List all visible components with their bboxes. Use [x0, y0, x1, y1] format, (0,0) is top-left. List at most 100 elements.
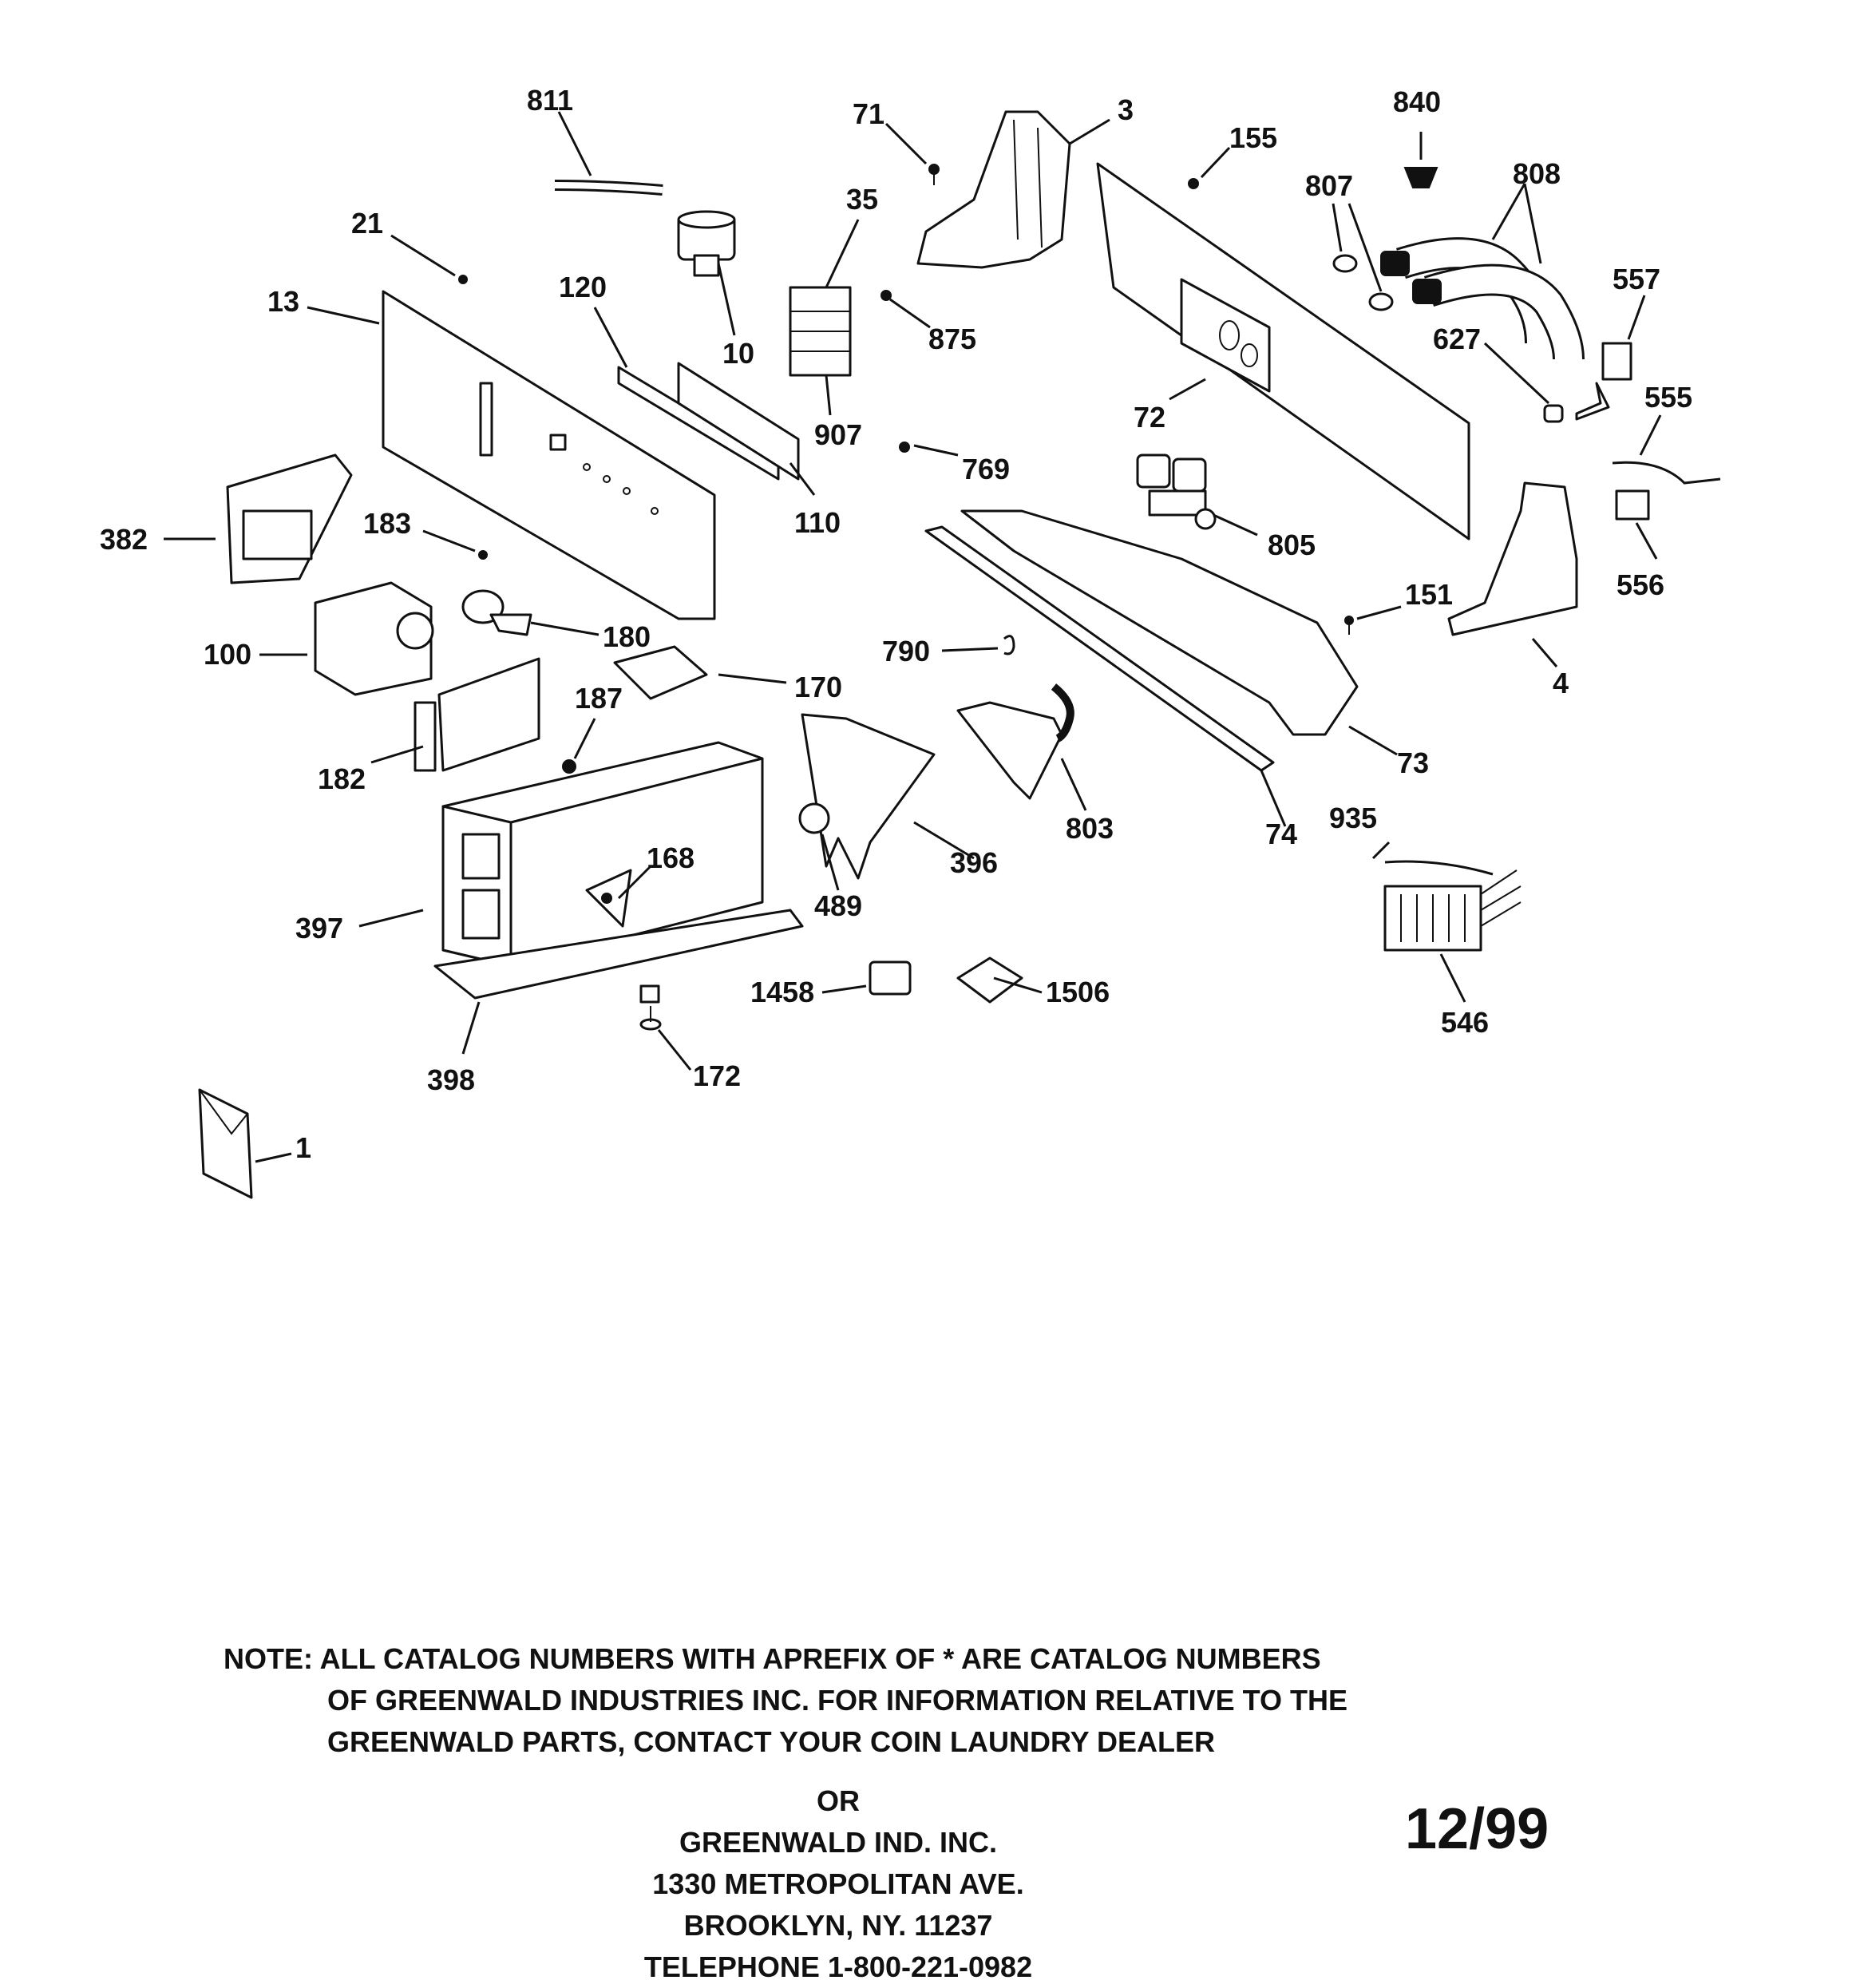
- callout-556: 556: [1617, 568, 1664, 601]
- note-line-3: GREENWALD PARTS, CONTACT YOUR COIN LAUND…: [327, 1725, 1216, 1758]
- callout-397: 397: [295, 912, 343, 944]
- part-489-clip: [798, 802, 830, 834]
- callout-555: 555: [1644, 381, 1692, 414]
- callout-769: 769: [962, 453, 1010, 485]
- address-company: GREENWALD IND. INC.: [679, 1826, 997, 1859]
- part-769-screw: [899, 442, 910, 453]
- part-627-grommet: [1543, 404, 1564, 423]
- callout-4: 4: [1553, 667, 1569, 699]
- callout-907: 907: [814, 418, 862, 451]
- part-1458-connector: [869, 960, 912, 996]
- callout-172: 172: [693, 1059, 741, 1092]
- part-183-screw: [478, 550, 488, 560]
- note-line-2: OF GREENWALD INDUSTRIES INC. FOR INFORMA…: [327, 1684, 1347, 1717]
- part-840-plug: [1403, 167, 1438, 188]
- callout-3: 3: [1118, 93, 1134, 126]
- greenwald-address: OR GREENWALD IND. INC. 1330 METROPOLITAN…: [479, 1780, 1197, 1988]
- part-555-wire: [1612, 461, 1721, 485]
- part-807-washers: [1332, 254, 1394, 311]
- part-72-backsplash: [1096, 162, 1470, 541]
- part-556-connector: [1615, 489, 1650, 521]
- callout-183: 183: [363, 507, 411, 540]
- address-city: BROOKLYN, NY. 11237: [683, 1909, 993, 1942]
- part-805-valve: [1136, 453, 1217, 530]
- callout-1506: 1506: [1046, 976, 1110, 1008]
- address-phone: TELEPHONE 1-800-221-0982: [643, 1950, 1033, 1983]
- callout-398: 398: [427, 1063, 475, 1096]
- callout-805: 805: [1268, 529, 1316, 561]
- part-180-indicator: [461, 589, 532, 636]
- callout-807: 807: [1305, 169, 1353, 202]
- greenwald-note: NOTE: ALL CATALOG NUMBERS WITH APREFIX O…: [224, 1638, 1501, 1763]
- callout-151: 151: [1405, 578, 1453, 611]
- part-13-control-panel: [382, 290, 716, 620]
- part-3-end-cap: [916, 110, 1071, 269]
- callout-1458: 1458: [750, 976, 814, 1008]
- part-557-switch: [1575, 342, 1632, 421]
- part-803-bracket: [956, 701, 1063, 800]
- part-396-shield: [801, 713, 936, 880]
- part-187-screw: [562, 759, 576, 774]
- part-935-wire: [1384, 860, 1494, 876]
- part-170-film: [613, 645, 708, 700]
- callout-71: 71: [853, 97, 884, 130]
- callout-170: 170: [794, 671, 842, 703]
- callout-627: 627: [1433, 323, 1481, 355]
- part-875-screw: [880, 290, 892, 301]
- callout-557: 557: [1613, 263, 1660, 295]
- callout-840: 840: [1393, 85, 1441, 118]
- part-21-screw: [458, 275, 468, 284]
- part-110-board: [677, 362, 800, 481]
- date-code: 12/99: [1405, 1797, 1549, 1861]
- callout-808: 808: [1513, 157, 1561, 190]
- part-4-end-cap: [1447, 481, 1578, 636]
- callout-546: 546: [1441, 1006, 1489, 1039]
- callout-182: 182: [318, 762, 366, 795]
- callout-803: 803: [1066, 812, 1114, 845]
- callout-168: 168: [647, 842, 694, 874]
- callout-811: 811: [527, 84, 573, 117]
- callout-396: 396: [950, 846, 998, 879]
- part-397-console: [441, 741, 764, 968]
- callout-21: 21: [351, 207, 383, 240]
- part-73-panel: [960, 509, 1359, 736]
- callout-935: 935: [1329, 802, 1377, 834]
- part-100-timer: [314, 581, 434, 696]
- callout-110: 110: [794, 506, 841, 539]
- part-172-foot: [639, 984, 662, 1031]
- callout-100: 100: [204, 638, 251, 671]
- callout-875: 875: [928, 323, 976, 355]
- part-398-base-plate: [433, 909, 804, 1000]
- part-35-switch-block: [789, 286, 852, 377]
- callout-73: 73: [1397, 746, 1429, 779]
- callout-13: 13: [267, 285, 299, 318]
- address-or: OR: [817, 1784, 860, 1817]
- callout-72: 72: [1134, 401, 1165, 434]
- callout-180: 180: [603, 620, 651, 653]
- callout-382: 382: [100, 523, 148, 556]
- callout-790: 790: [882, 635, 930, 667]
- part-1-manual: [198, 1088, 253, 1199]
- callout-120: 120: [559, 271, 607, 303]
- part-71-screw: [928, 164, 940, 185]
- callout-155: 155: [1229, 121, 1277, 154]
- callout-489: 489: [814, 889, 862, 922]
- part-155-screw: [1188, 178, 1199, 189]
- part-182-bracket: [414, 657, 540, 772]
- callout-35: 35: [846, 183, 878, 216]
- callout-10: 10: [722, 337, 754, 370]
- part-10-pressure-switch: [677, 210, 736, 277]
- callout-187: 187: [575, 682, 623, 715]
- callout-74: 74: [1265, 818, 1297, 850]
- part-74-rail: [924, 525, 1275, 772]
- note-line-1: NOTE: ALL CATALOG NUMBERS WITH APREFIX O…: [224, 1642, 1321, 1675]
- part-808-hoses: [1380, 237, 1585, 360]
- part-546-terminal-block: [1383, 869, 1522, 952]
- leader-lines: [164, 111, 1662, 1163]
- address-street: 1330 METROPOLITAN AVE.: [652, 1867, 1024, 1900]
- part-1506-connector: [956, 956, 1023, 1004]
- part-790-clip: [1003, 635, 1015, 655]
- callout-1: 1: [295, 1131, 311, 1164]
- part-151-screw: [1344, 616, 1354, 635]
